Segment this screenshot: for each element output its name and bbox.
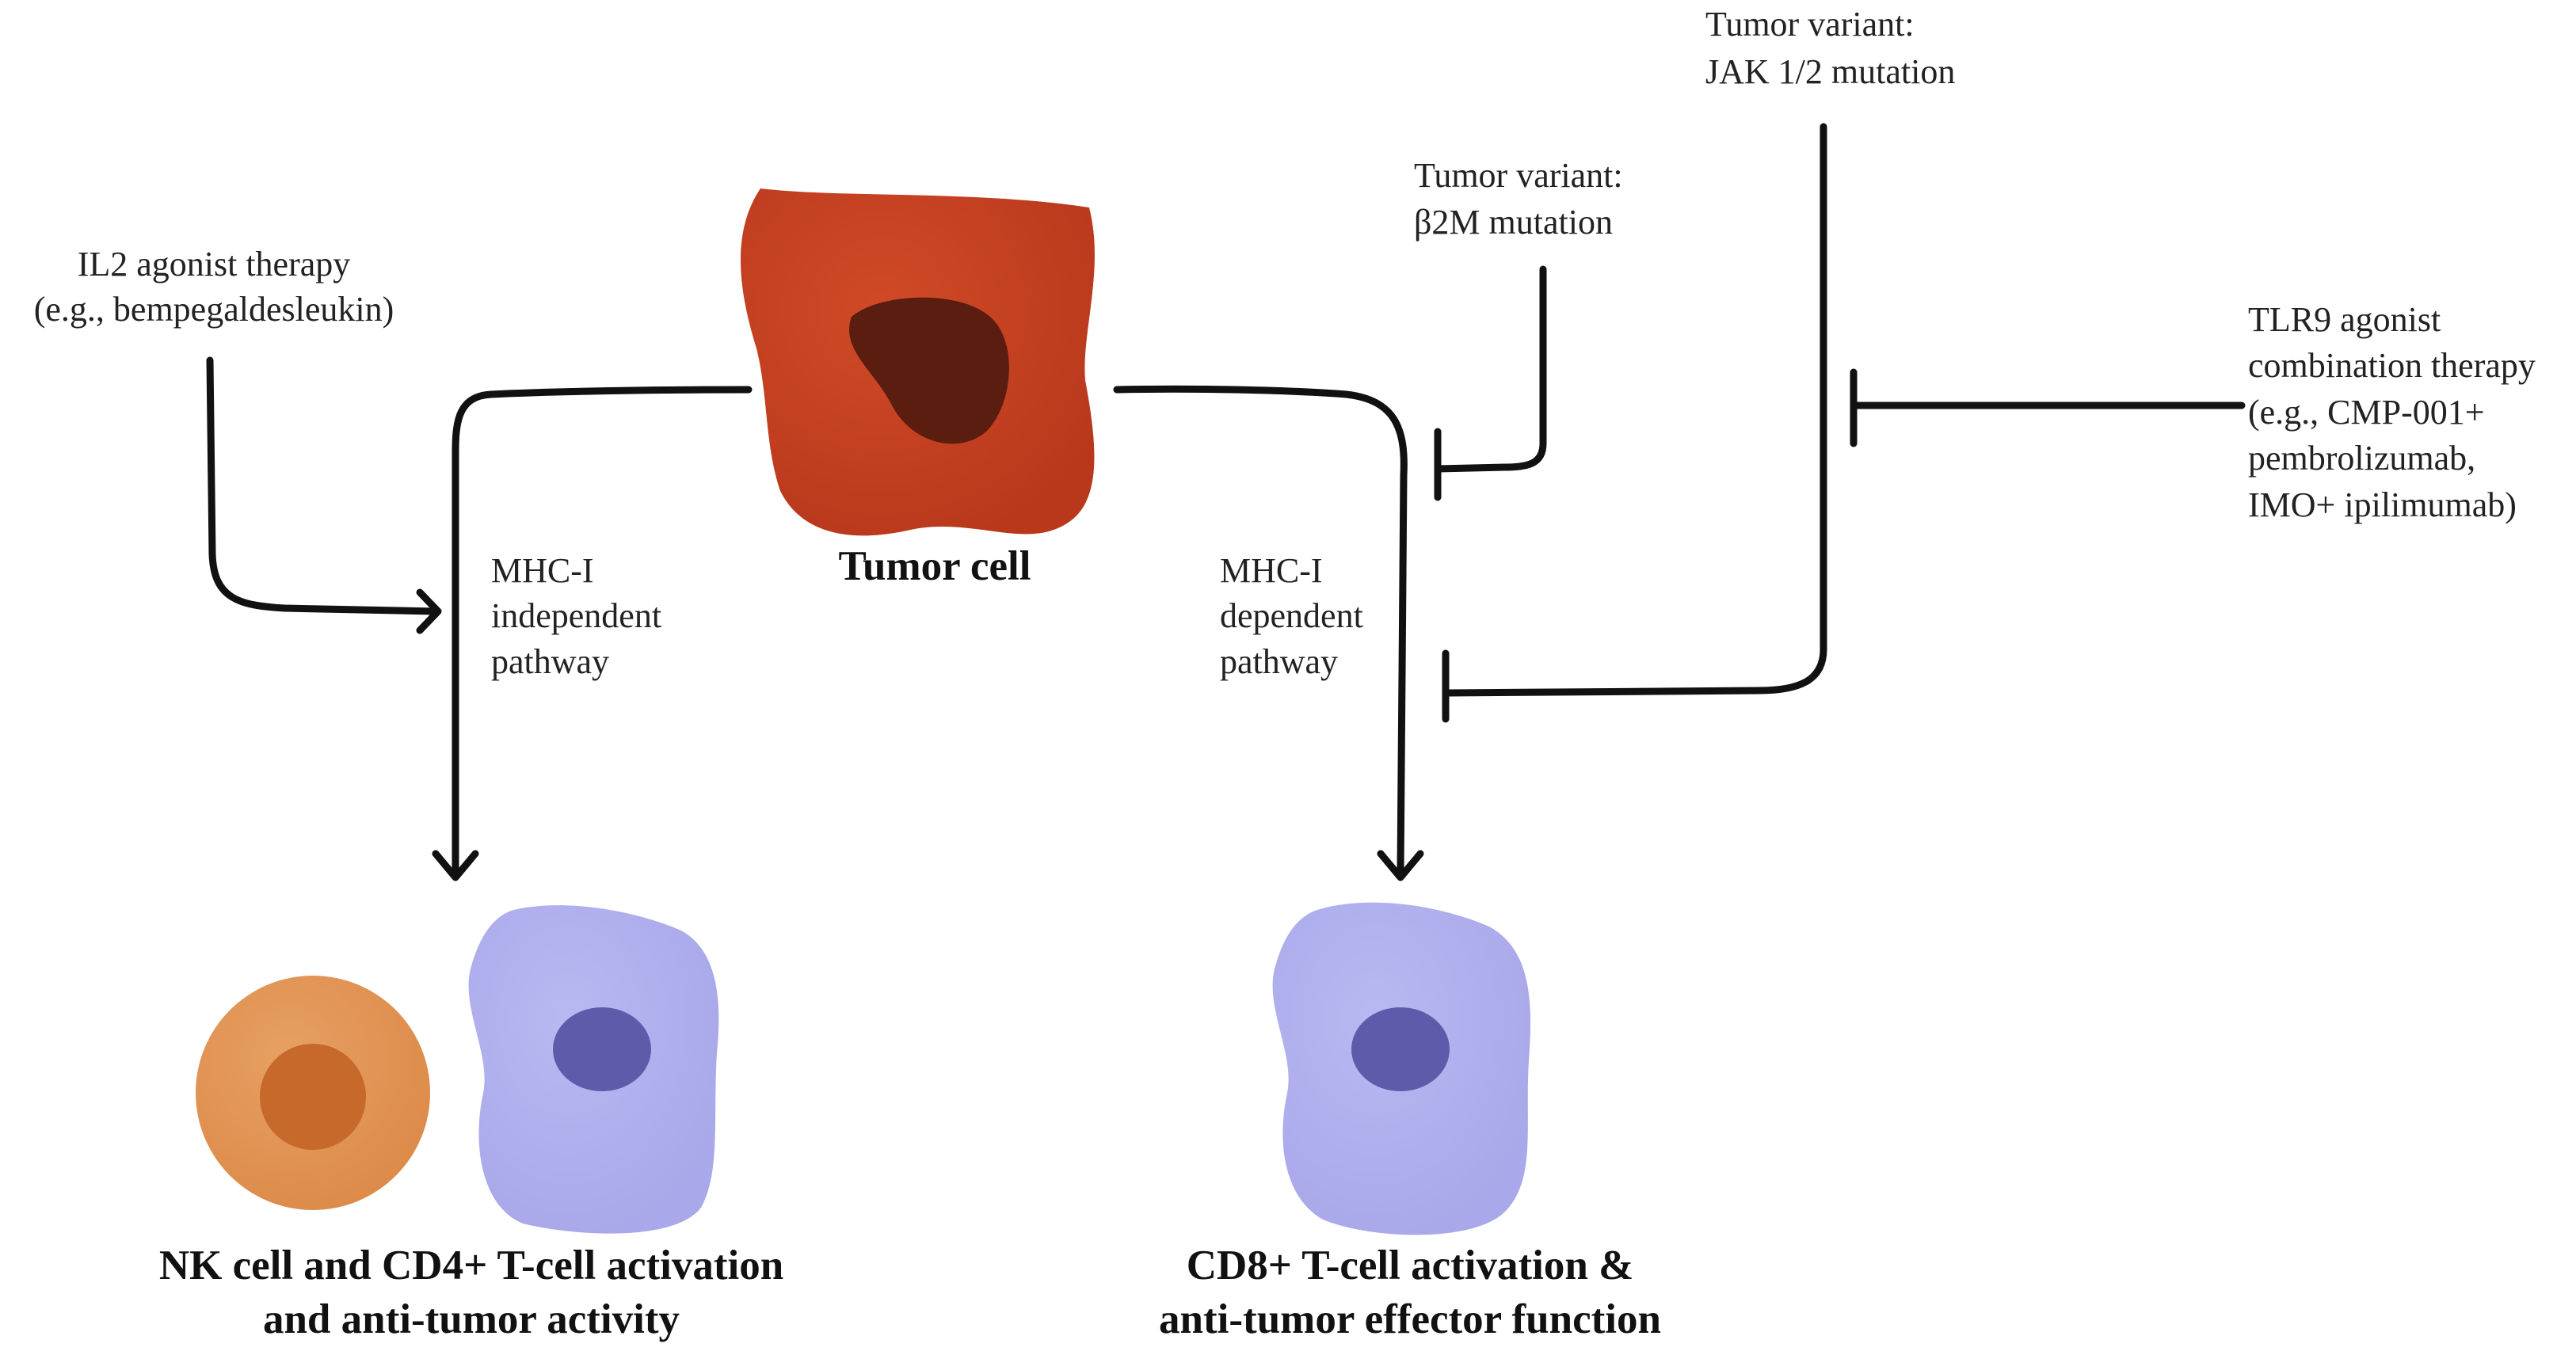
il2-label-line2: (e.g., bempegaldesleukin) bbox=[34, 290, 394, 329]
cd4-t-cell bbox=[468, 905, 719, 1234]
jak-label-line2: JAK 1/2 mutation bbox=[1705, 52, 1955, 91]
mhc-independent-label-line1: MHC-I bbox=[491, 551, 594, 590]
cd8-caption-line2: anti-tumor effector function bbox=[1159, 1296, 1661, 1342]
mhc-independent-line bbox=[452, 386, 753, 875]
mhc-dependent-arrowhead bbox=[1377, 850, 1424, 881]
tumor-cell bbox=[741, 188, 1095, 536]
mhc-independent-label-line3: pathway bbox=[491, 642, 609, 681]
tumor-cell-label: Tumor cell bbox=[839, 543, 1031, 589]
mhc-dependent-label-line3: pathway bbox=[1220, 642, 1338, 681]
nk-cell-nucleus bbox=[260, 1044, 366, 1150]
mhc-dependent-label-line1: MHC-I bbox=[1220, 551, 1323, 590]
tlr9-label-line4: pembrolizumab, bbox=[2248, 439, 2475, 478]
mhc-independent-label-line2: independent bbox=[491, 596, 661, 635]
mhc-dependent-line bbox=[1113, 385, 1408, 875]
mhc-independent-arrowhead bbox=[432, 850, 479, 881]
b2m-label-line2: β2M mutation bbox=[1414, 203, 1613, 242]
cd4-t-cell-nucleus bbox=[553, 1007, 651, 1091]
il2-arrowhead bbox=[416, 588, 442, 634]
jak-inhibition-line bbox=[1446, 123, 1827, 697]
nk-cd4-caption-line1: NK cell and CD4+ T-cell activation bbox=[159, 1243, 783, 1288]
nk-cd4-caption-line2: and anti-tumor activity bbox=[263, 1296, 680, 1342]
il2-label-line1: IL2 agonist therapy bbox=[78, 245, 351, 284]
b2m-inhibition-line bbox=[1434, 265, 1547, 473]
tumor-cell-nucleus bbox=[848, 297, 1009, 444]
cd8-caption-line1: CD8+ T-cell activation & bbox=[1187, 1243, 1634, 1288]
nk-cell bbox=[196, 976, 430, 1210]
mhc-dependent-label-line2: dependent bbox=[1220, 596, 1363, 635]
tlr9-label-line2: combination therapy bbox=[2248, 346, 2536, 385]
tlr9-label-line1: TLR9 agonist bbox=[2248, 300, 2441, 339]
jak-label-line1: Tumor variant: bbox=[1705, 5, 1915, 44]
il2-arrow-line bbox=[206, 356, 438, 615]
cd8-t-cell bbox=[1272, 902, 1531, 1235]
tlr9-label-line5: IMO+ ipilimumab) bbox=[2248, 485, 2517, 524]
cd8-t-cell-nucleus bbox=[1351, 1007, 1450, 1091]
tlr9-label-line3: (e.g., CMP-001+ bbox=[2248, 393, 2485, 432]
b2m-label-line1: Tumor variant: bbox=[1414, 156, 1623, 195]
